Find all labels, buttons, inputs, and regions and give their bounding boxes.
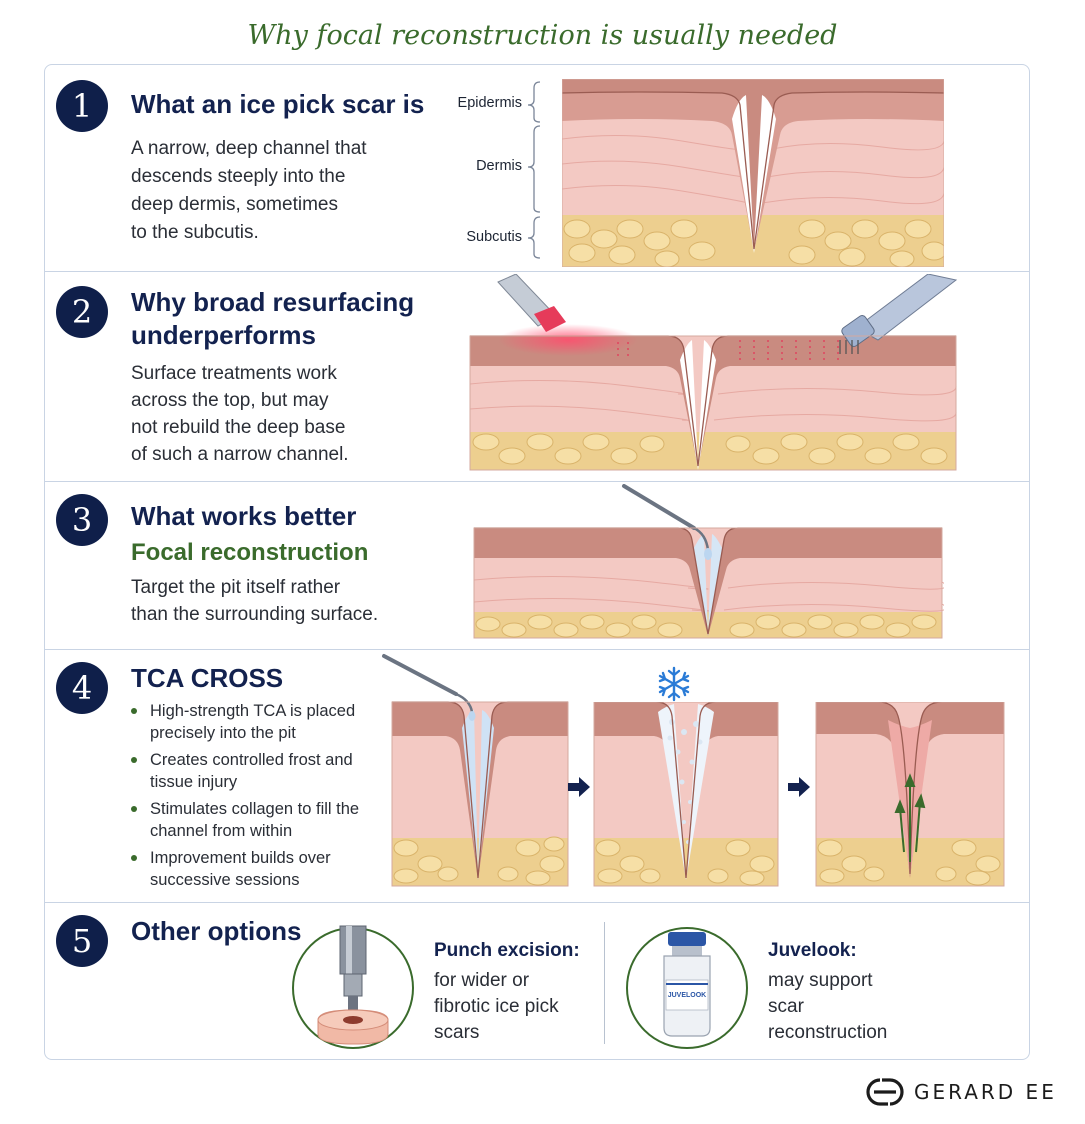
arrow-right-icon (568, 777, 590, 797)
bullet-item: Creates controlled frost and tissue inju… (130, 749, 380, 793)
bullet-item: Improvement builds over successive sessi… (130, 847, 380, 891)
applicator-icon (622, 484, 712, 560)
section-body: Surface treatments work across the top, … (131, 360, 421, 468)
body-line: of such a narrow channel. (131, 444, 349, 465)
step-number: 5 (56, 915, 108, 967)
collagen-fill-diagram (815, 702, 1005, 887)
step-number: 1 (56, 80, 108, 132)
options-divider (604, 922, 605, 1044)
section-divider (44, 649, 1030, 650)
option-line: scar (768, 996, 804, 1017)
option-line: may support (768, 970, 873, 991)
tca-cross-bullet-list: High-strength TCA is placed precisely in… (130, 700, 380, 896)
focal-reconstruction-diagram (473, 484, 944, 639)
section-heading: Other options (131, 916, 302, 946)
body-line: A narrow, deep channel that (131, 138, 367, 159)
body-line: descends steeply into the (131, 166, 346, 187)
body-line: Target the pit itself rather (131, 577, 341, 598)
option-line: scars (434, 1022, 480, 1043)
brand: GERARD EE (864, 1074, 1057, 1110)
punch-tool-icon (292, 925, 414, 1049)
section-divider (44, 271, 1030, 272)
body-line: deep dermis, sometimes (131, 194, 338, 215)
brand-name: GERARD EE (914, 1080, 1057, 1104)
layer-label-subcutis: Subcutis (466, 229, 522, 245)
section-subheading: Focal reconstruction (131, 539, 369, 566)
laser-handpiece-icon (497, 274, 566, 332)
heading-line: Why broad resurfacing (131, 287, 415, 317)
body-line: across the top, but may (131, 390, 329, 411)
option-title: Juvelook: (768, 940, 857, 961)
microneedle-handpiece-icon (839, 274, 958, 354)
layer-label-epidermis: Epidermis (457, 95, 522, 111)
snowflake-icon (658, 666, 690, 702)
option-text: may support scar reconstruction (768, 968, 968, 1046)
vial-label: JUVELOOK (667, 992, 707, 999)
layer-label-dermis: Dermis (476, 158, 522, 174)
section-body: A narrow, deep channel that descends ste… (131, 135, 421, 247)
section-divider (44, 902, 1030, 903)
page-title: Why focal reconstruction is usually need… (247, 20, 838, 51)
section-heading: What works better (131, 501, 357, 531)
option-title: Punch excision: (434, 940, 580, 961)
option-line: fibrotic ice pick (434, 996, 559, 1017)
resurfacing-diagram (469, 274, 958, 471)
arrow-right-icon (788, 777, 810, 797)
section-divider (44, 481, 1030, 482)
section-heading: Why broad resurfacing underperforms (131, 286, 431, 352)
gerard-ee-logo-icon (866, 1078, 904, 1106)
bullet-item: High-strength TCA is placed precisely in… (130, 700, 380, 744)
body-line: to the subcutis. (131, 222, 259, 243)
vial-icon (626, 927, 748, 1049)
heading-line: underperforms (131, 320, 316, 350)
body-line: Surface treatments work (131, 363, 337, 384)
step-number: 2 (56, 286, 108, 338)
section-body: Target the pit itself rather than the su… (131, 574, 431, 628)
step-number: 3 (56, 494, 108, 546)
step-number: 4 (56, 662, 108, 714)
frost-diagram (593, 702, 779, 887)
tca-application-diagram (382, 654, 569, 887)
layer-brackets (527, 81, 541, 259)
body-line: not rebuild the deep base (131, 417, 346, 438)
option-line: for wider or (434, 970, 530, 991)
section-heading: TCA CROSS (131, 663, 284, 693)
option-text: for wider or fibrotic ice pick scars (434, 968, 594, 1046)
body-line: than the surrounding surface. (131, 604, 379, 625)
ice-pick-scar-diagram (562, 79, 944, 267)
bullet-item: Stimulates collagen to fill the channel … (130, 798, 380, 842)
section-heading: What an ice pick scar is (131, 89, 425, 119)
option-line: reconstruction (768, 1022, 888, 1043)
